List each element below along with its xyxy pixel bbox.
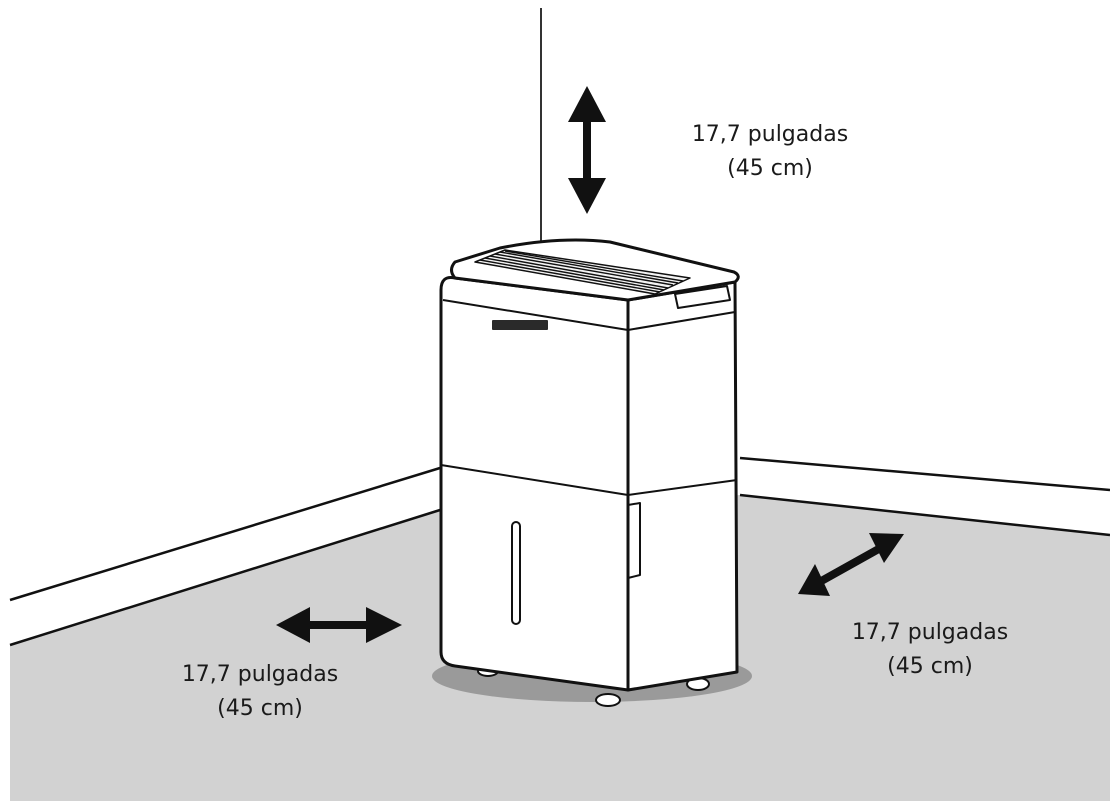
clearance-label-left: 17,7 pulgadas (45 cm) [150,658,370,726]
control-panel [674,285,731,309]
arrow-left [276,607,402,643]
clearance-top-distance: 17,7 pulgadas [691,122,849,147]
clearance-right-distance: 17,7 pulgadas [851,620,1009,645]
clearance-top-metric: (45 cm) [727,156,813,181]
wheel [595,693,621,707]
left-baseboard [9,466,441,647]
brand-logo [492,320,548,330]
clearance-left-metric: (45 cm) [217,696,303,721]
tank-seam [440,464,738,496]
clearance-label-top: 17,7 pulgadas (45 cm) [660,118,880,186]
clearance-label-right: 17,7 pulgadas (45 cm) [820,616,1040,684]
arrow-right [798,533,904,596]
front-top-band [442,299,736,331]
clearance-right-metric: (45 cm) [887,654,973,679]
tank-handle [627,502,641,579]
clearance-left-distance: 17,7 pulgadas [181,662,339,687]
tank-level-window [511,521,521,625]
dehumidifier [439,238,740,707]
grille-slats [479,250,684,293]
unit-front [439,276,630,692]
unit-right-side [626,280,739,692]
arrow-top [568,86,606,214]
right-baseboard [739,456,1110,537]
